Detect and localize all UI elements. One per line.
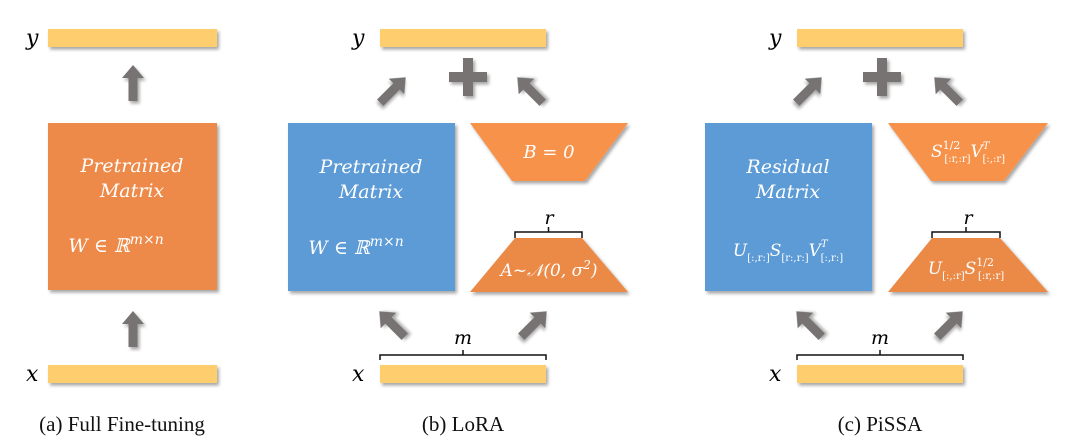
- arrow-up-left-icon: [509, 69, 551, 111]
- input-vector-bar: [797, 365, 963, 383]
- output-vector-bar: [48, 29, 217, 47]
- panel-lora: y Pretrained Matrix W ∈ ℝm×n B = 0 r A~𝒩…: [288, 26, 628, 436]
- output-label-y: y: [768, 26, 782, 51]
- rank-label-r: r: [544, 207, 555, 229]
- matrix-title-line1: Residual: [745, 156, 829, 178]
- adapter-a-formula: U[:,:r]S1/2[:r,:r]: [928, 256, 1004, 282]
- pretrained-matrix-box: [288, 123, 455, 291]
- output-label-y: y: [25, 26, 39, 51]
- input-label-x: x: [26, 362, 39, 387]
- caption: (b) LoRA: [422, 412, 505, 436]
- matrix-formula: W ∈ ℝm×n: [308, 234, 404, 259]
- matrix-title-line1: Pretrained: [80, 155, 184, 177]
- matrix-title-line2: Matrix: [755, 181, 821, 203]
- adapter-b-trapezoid: [470, 123, 628, 181]
- input-dim-label-m: m: [871, 327, 889, 349]
- arrow-up-left-icon: [788, 303, 830, 345]
- residual-formula: U[:,r:]S[r:,r:]VT[:,r:]: [733, 239, 843, 264]
- adapter-a-trapezoid: [470, 238, 628, 292]
- input-dim-label-m: m: [454, 327, 472, 349]
- rank-label-r: r: [963, 207, 974, 229]
- adapter-b-trapezoid: [888, 123, 1048, 181]
- arrow-up-icon: [122, 65, 144, 101]
- pretrained-matrix-box: [48, 123, 217, 290]
- rank-brace: [931, 227, 1001, 238]
- adapter-b-formula: S1/2[:r,:r]VT[:,:r]: [931, 139, 1005, 165]
- arrow-up-left-icon: [926, 69, 968, 111]
- matrix-title-line1: Pretrained: [319, 156, 423, 178]
- matrix-title-line2: Matrix: [338, 181, 404, 203]
- panel-full-fine-tuning: y Pretrained Matrix W ∈ ℝm×n x (a) Full …: [25, 26, 217, 436]
- matrix-title-line2: Matrix: [99, 180, 165, 202]
- panel-pissa: y Residual Matrix U[:,r:]S[r:,r:]VT[:,r:…: [705, 26, 1048, 436]
- matrix-formula: W ∈ ℝm×n: [68, 232, 164, 257]
- input-dim-brace: [379, 350, 547, 360]
- input-vector-bar: [380, 365, 546, 383]
- input-dim-brace: [796, 350, 964, 360]
- input-vector-bar: [48, 365, 217, 383]
- adapter-a-label: A~𝒩(0, σ2): [499, 258, 598, 281]
- output-vector-bar: [797, 29, 963, 47]
- arrow-up-right-icon: [372, 69, 414, 111]
- input-label-x: x: [769, 362, 782, 387]
- rank-brace: [514, 227, 583, 238]
- input-label-x: x: [352, 362, 365, 387]
- arrow-up-right-icon: [513, 303, 555, 345]
- plus-icon: [449, 58, 487, 96]
- plus-icon: [863, 58, 901, 96]
- arrow-up-left-icon: [371, 303, 413, 345]
- residual-matrix-box: [705, 123, 872, 291]
- caption: (c) PiSSA: [838, 412, 923, 436]
- output-vector-bar: [380, 29, 546, 47]
- arrow-up-icon: [122, 311, 144, 347]
- adapter-b-label: B = 0: [522, 142, 574, 163]
- arrow-up-right-icon: [788, 69, 830, 111]
- adapter-a-trapezoid: [888, 238, 1048, 292]
- arrow-up-right-icon: [929, 303, 971, 345]
- output-label-y: y: [351, 26, 365, 51]
- caption: (a) Full Fine-tuning: [39, 412, 205, 436]
